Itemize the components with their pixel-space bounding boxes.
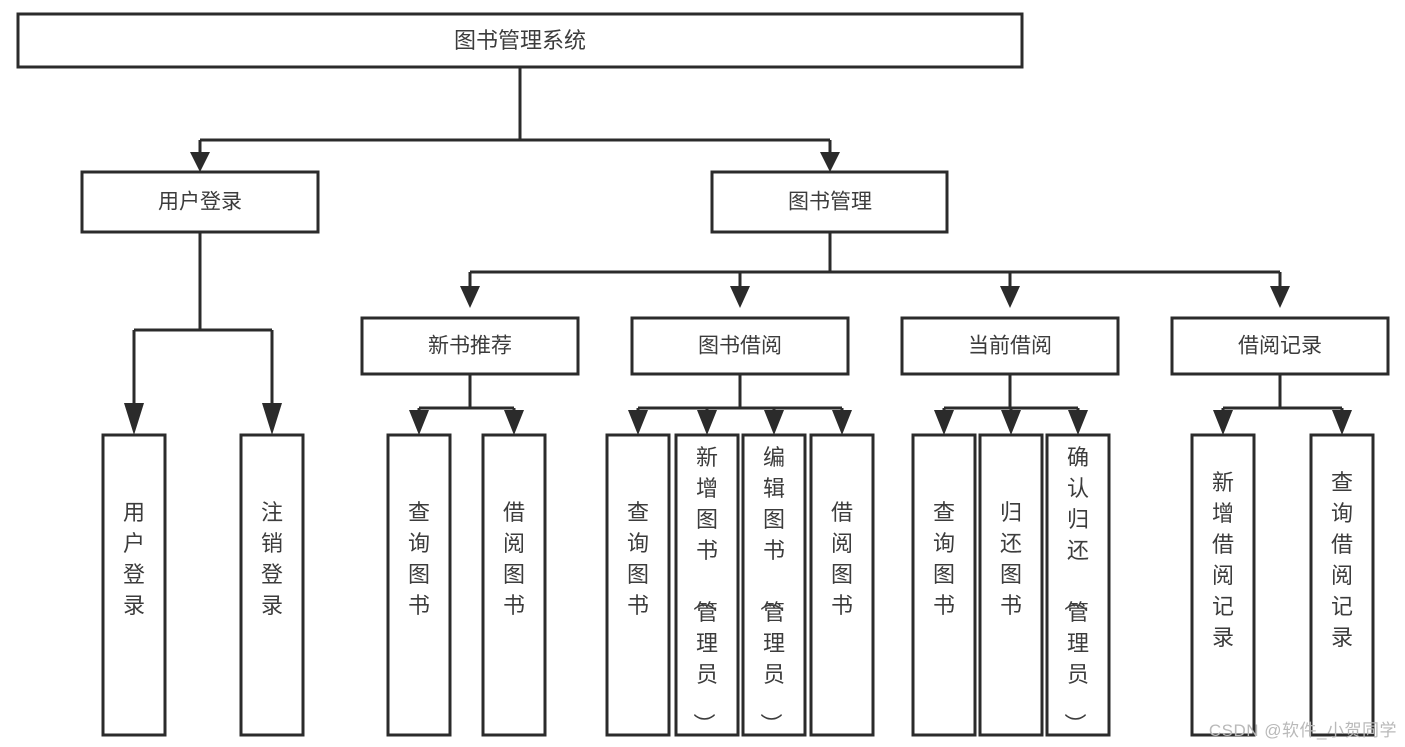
node-book-management-label: 图书管理 (788, 191, 872, 214)
arrow-head-leaf-query-book-1 (409, 410, 429, 435)
leaf-borrow-book-borrow[interactable]: 借阅图书 (809, 433, 875, 737)
arrow-head-leaf-confirm-return (1068, 410, 1088, 435)
arrow-head-leaf-query-book-3 (934, 410, 954, 435)
leaf-query-book-current[interactable]: 查询图书 (911, 433, 977, 737)
arrow-head-leaf-user-login (124, 403, 144, 435)
node-new-book-recommend[interactable]: 新书推荐 (360, 316, 580, 376)
leaf-query-borrow-record[interactable]: 查询借阅记录 (1309, 433, 1375, 737)
node-user-login[interactable]: 用户登录 (80, 170, 320, 234)
node-user-login-label: 用户登录 (158, 191, 242, 214)
node-current-borrow-label: 当前借阅 (968, 335, 1052, 358)
leaf-confirm-return-admin-label: 确认归还（管理员） (1062, 445, 1089, 735)
leaf-logout-label: 注销登录 (261, 500, 283, 618)
leaf-return-book[interactable]: 归还图书 (978, 433, 1044, 737)
arrow-head-leaf-query-record (1332, 410, 1352, 435)
node-current-borrow[interactable]: 当前借阅 (900, 316, 1120, 376)
node-borrow-record[interactable]: 借阅记录 (1170, 316, 1390, 376)
arrow-head-newbook (460, 286, 480, 308)
leaf-edit-book-admin-label: 编辑图书（管理员） (758, 445, 785, 735)
leaf-borrow-book-newbook-label: 借阅图书 (503, 500, 525, 618)
arrow-head-leaf-add-record (1213, 410, 1233, 435)
arrow-head-user-login (190, 152, 210, 172)
arrow-head-current (1000, 286, 1020, 308)
node-root-system[interactable]: 图书管理系统 (16, 12, 1024, 69)
leaf-borrow-book-newbook[interactable]: 借阅图书 (481, 433, 547, 737)
leaf-add-borrow-record-label: 新增借阅记录 (1212, 470, 1234, 650)
leaf-query-borrow-record-label: 查询借阅记录 (1331, 470, 1353, 650)
leaf-add-book-admin[interactable]: 新增图书（管理员） (674, 433, 740, 737)
connector-layer (124, 67, 1352, 435)
leaf-query-book-borrow-label: 查询图书 (627, 500, 649, 618)
node-book-borrow[interactable]: 图书借阅 (630, 316, 850, 376)
arrow-head-leaf-add-book (697, 410, 717, 435)
arrow-head-leaf-query-book-2 (628, 410, 648, 435)
leaf-query-book-newbook[interactable]: 查询图书 (386, 433, 452, 737)
arrow-head-leaf-borrow-book-1 (504, 410, 524, 435)
leaf-add-book-admin-label: 新增图书（管理员） (691, 445, 718, 735)
arrow-head-leaf-return-book (1001, 410, 1021, 435)
leaf-query-book-newbook-label: 查询图书 (408, 500, 430, 618)
arrow-head-record (1270, 286, 1290, 308)
arrow-head-borrow (730, 286, 750, 308)
watermark-text: CSDN @软件_小贺同学 (1208, 721, 1397, 740)
node-new-book-recommend-label: 新书推荐 (428, 335, 512, 358)
arrow-head-leaf-edit-book (764, 410, 784, 435)
arrow-head-leaf-logout (262, 403, 282, 435)
leaf-confirm-return-admin[interactable]: 确认归还（管理员） (1045, 433, 1111, 737)
node-borrow-record-label: 借阅记录 (1238, 335, 1322, 358)
leaf-user-login-label: 用户登录 (123, 500, 145, 618)
leaf-borrow-book-borrow-label: 借阅图书 (831, 500, 853, 618)
node-book-management[interactable]: 图书管理 (710, 170, 949, 234)
arrow-head-leaf-borrow-book-2 (832, 410, 852, 435)
leaf-logout[interactable]: 注销登录 (239, 433, 305, 737)
leaf-add-borrow-record[interactable]: 新增借阅记录 (1190, 433, 1256, 737)
leaf-return-book-label: 归还图书 (1000, 500, 1022, 618)
leaf-user-login[interactable]: 用户登录 (101, 433, 167, 737)
node-root-system-label: 图书管理系统 (454, 28, 586, 53)
node-book-borrow-label: 图书借阅 (698, 335, 782, 358)
leaf-query-book-borrow[interactable]: 查询图书 (605, 433, 671, 737)
leaf-edit-book-admin[interactable]: 编辑图书（管理员） (741, 433, 807, 737)
leaf-query-book-current-label: 查询图书 (933, 500, 955, 618)
arrow-head-book-mgmt (820, 152, 840, 172)
